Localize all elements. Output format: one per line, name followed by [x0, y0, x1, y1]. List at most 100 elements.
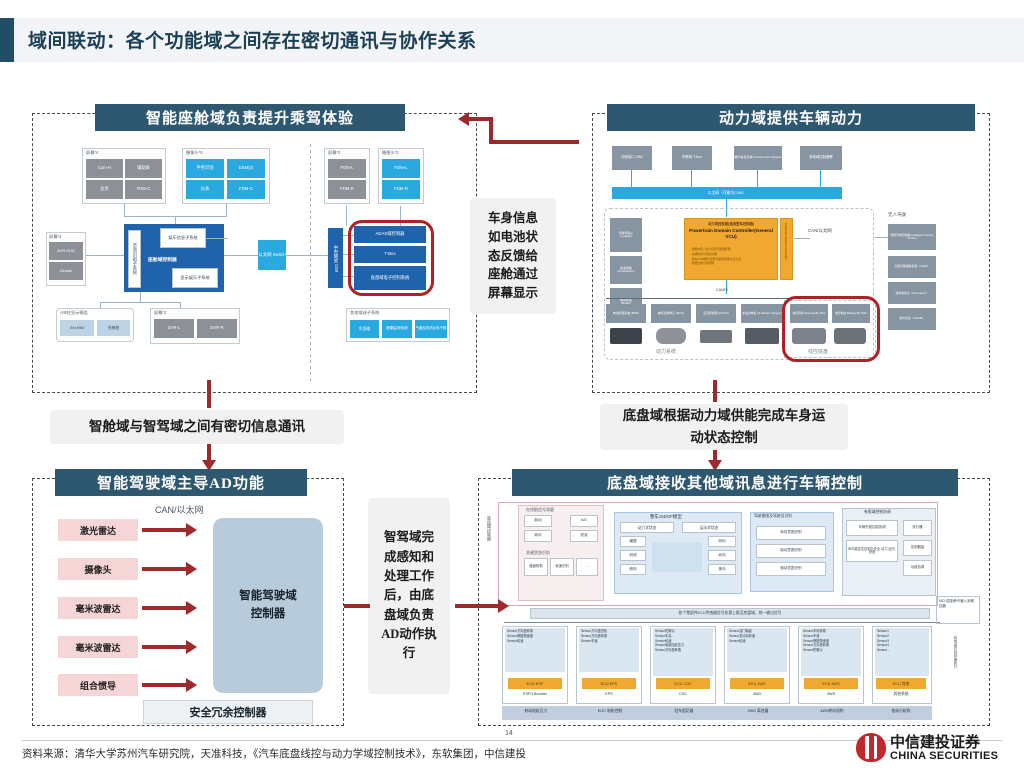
panel-powertrain-header: 动力域提供车辆动力 — [607, 104, 975, 131]
chassis-col-1-system: ESP/I-Booster — [522, 692, 548, 696]
chassis-bus-note: 各个零部件ECU传感器信号处理上报至底盘域，统一输出信号 — [530, 608, 930, 619]
note-cockpit-ad-link-text: 智舱域与智驾域之间有密切信息通讯 — [89, 419, 305, 435]
pt-right-node-1: 智能驾驶控制器 Intelligent Driving Control — [888, 224, 936, 250]
cockpit-tbox: T-Box — [354, 246, 426, 263]
pt-node-tbox: 车联网 T-Box — [672, 146, 712, 170]
pt-right-node-4: 激光雷达（LiDAR） — [888, 308, 936, 330]
pt-right-node-3: 毫米波雷达（Panoramic） — [888, 282, 936, 304]
title-accent-bar — [0, 18, 14, 62]
ad-sensor-radar-2: 毫米波雷达 — [58, 636, 138, 658]
chassis-col-6-system: 其他系统 — [893, 692, 909, 696]
cockpit-box-business: 业务 — [86, 180, 123, 199]
chassis-mcu-vlabel: 各零部件控制器执行 — [954, 636, 958, 669]
pt-img-motor — [656, 328, 686, 344]
pt-highlight-ring — [782, 296, 880, 362]
logo-english: CHINA SECURITIES — [890, 750, 999, 762]
cockpit-box-fdm-l-1: FDM-L — [328, 159, 366, 178]
ad-arrow-head-1 — [186, 523, 197, 537]
chassis-act-4: 4WD 离合器 — [747, 709, 769, 713]
note-ad-chassis-link-text: 智驾域完成感知和处理工作后，由底盘域负责AD动作执行 — [381, 530, 437, 661]
chassis-state-road: 路面附着 — [524, 558, 548, 576]
powertrain-diagram: 诊断接口 OBD 车联网 T-Box 娱乐信息系统 Infotainment S… — [598, 140, 984, 388]
ad-arrow-line-2 — [142, 567, 187, 571]
pt-group-right-label: 线控底盘 — [808, 349, 829, 355]
cockpit-box-fdm-c-2: FDM-C — [227, 180, 265, 199]
chassis-coord-title: 有限域控制协调 — [864, 510, 891, 514]
chassis-state-more: ... — [576, 558, 598, 576]
ad-arrow-line-5 — [142, 683, 187, 687]
cockpit-box-com-h: Com-H — [86, 159, 123, 178]
pt-bottom-obc: 车载充电机 (On Board Charger) — [741, 304, 783, 323]
cockpit-group-screen2b: 屏幕*2 — [49, 234, 62, 239]
pt-left-node-1: 驾驶员输入(I-pedal) — [610, 218, 642, 252]
chassis-actuator-bar — [502, 706, 932, 720]
chassis-act-5: 4WS转向机构 — [820, 709, 844, 713]
cockpit-ext-hmi: Ext-HMI — [60, 320, 94, 336]
pt-img-steering — [792, 328, 826, 344]
chassis-act-1: 制动轮缸压力 — [524, 709, 548, 713]
chassis-vehicle-icon — [652, 542, 702, 572]
note-chassis-power-link-text: 底盘域根据动力域供能完成车身运动状态控制 — [622, 408, 826, 445]
chassis-col-4-ecu: ECU 4WD — [730, 678, 784, 689]
callout-arrow-pt-to-cockpit-v — [489, 117, 493, 143]
chassis-act-2: EOC 电机控制 — [597, 709, 623, 713]
chassis-col-5-ecu: ECU 4WS — [804, 678, 858, 689]
pt-img-dcdc — [700, 330, 732, 343]
cockpit-box-gesture: 手势识别 — [186, 159, 224, 178]
chassis-sense-steer: 转向 — [524, 530, 552, 542]
cockpit-box-fdm-c-1: FDM-C — [125, 180, 162, 199]
footer-source: 资料来源：清华大学苏州汽车研究院，天准科技，《汽车底盘线控与动力学域控制技术》，… — [22, 749, 526, 760]
pt-bus: 以太网（可能为CAN） — [612, 187, 842, 199]
cockpit-controller-label: 座舱域控制器 — [148, 258, 177, 263]
note-ad-chassis-link: 智驾域完成感知和处理工作后，由底盘域负责AD动作执行 — [368, 498, 450, 694]
chassis-driver-2: 制动意图识别 — [756, 544, 826, 558]
cockpit-sub-display: 显示娱乐子系统 — [172, 268, 218, 288]
pt-domain-controller: 动力域控制器(通用整车控制器) Powertrain Domain Contro… — [684, 218, 778, 280]
pt-right-node-2: 高级驾驶辅助系统（CAM） — [888, 256, 936, 278]
callout-arrow-ad-head — [202, 460, 216, 471]
pt-bottom-steering: 线控转向 Steering By Wire — [790, 304, 828, 323]
ad-arrow-line-3 — [142, 606, 187, 610]
cockpit-sub-audio: 音效识别子系统 — [128, 230, 141, 288]
cockpit-group-cameras5: 摄像头*5 — [186, 150, 203, 155]
cockpit-group-screen2-bottom: 屏幕*2 — [154, 310, 167, 315]
cockpit-box-fdm-r-2: FDM-R — [382, 180, 420, 199]
chassis-act-6: 各执行机构 — [891, 709, 911, 713]
footer-divider — [22, 740, 1002, 741]
chassis-coord-2: 纵向稳定性控制与安全-动力-经济-舒适 — [846, 540, 898, 562]
chassis-coord-4: 控制器量 — [903, 540, 932, 556]
pt-bottom-braking: 线控制动 Braking By Wire — [832, 304, 870, 323]
pt-right-title: 无人驾驶 — [888, 212, 907, 217]
cockpit-chassis-ctrl: 底盘域电子控制系统 — [354, 266, 426, 290]
cockpit-airbag-sec: 气囊及安防及电子箱 — [415, 320, 447, 338]
pt-group-left-label: 动力系统 — [656, 349, 677, 355]
pt-left-node-2: 加速踏板(Accelerator) — [610, 256, 642, 284]
ad-arrow-line-4 — [142, 645, 187, 649]
chassis-col-2-ecu: ECU EPS — [582, 678, 636, 689]
pt-img-battery — [610, 328, 642, 344]
chassis-left-vlabel: 底盘域控制器 — [487, 516, 492, 542]
pt-bottom-bms: 电池管理系统 (BMS) — [606, 304, 646, 323]
pt-net-label: CAN/以太网 — [808, 228, 832, 233]
pt-node-obd: 诊断接口 OBD — [612, 146, 652, 170]
pt-bottom-mcu: 电机控制单元 (MCU) — [651, 304, 691, 323]
cockpit-health-monitor: 健康监测系统 — [382, 320, 412, 338]
cockpit-highlight-ring — [348, 220, 434, 296]
ad-sensor-camera: 摄像头 — [58, 558, 138, 580]
cockpit-box-avn-hud: AVN HUD — [49, 242, 83, 260]
pt-img-charger — [745, 328, 779, 344]
callout-line-cockpit-down — [207, 380, 211, 408]
chassis-col-6-ecu: ECU 其他 — [876, 678, 926, 689]
cockpit-box-dsm: DSM(2) — [227, 159, 265, 178]
ad-arrow-line-1 — [142, 528, 187, 532]
chassis-coord-1: 车辆失稳控制协调 — [846, 520, 898, 536]
cockpit-central-gateway: 中央网关 GW — [328, 228, 343, 288]
chassis-model-lon: 纵向 — [708, 550, 736, 561]
cockpit-group-other-sub: 其他域或子系统 — [350, 310, 380, 315]
